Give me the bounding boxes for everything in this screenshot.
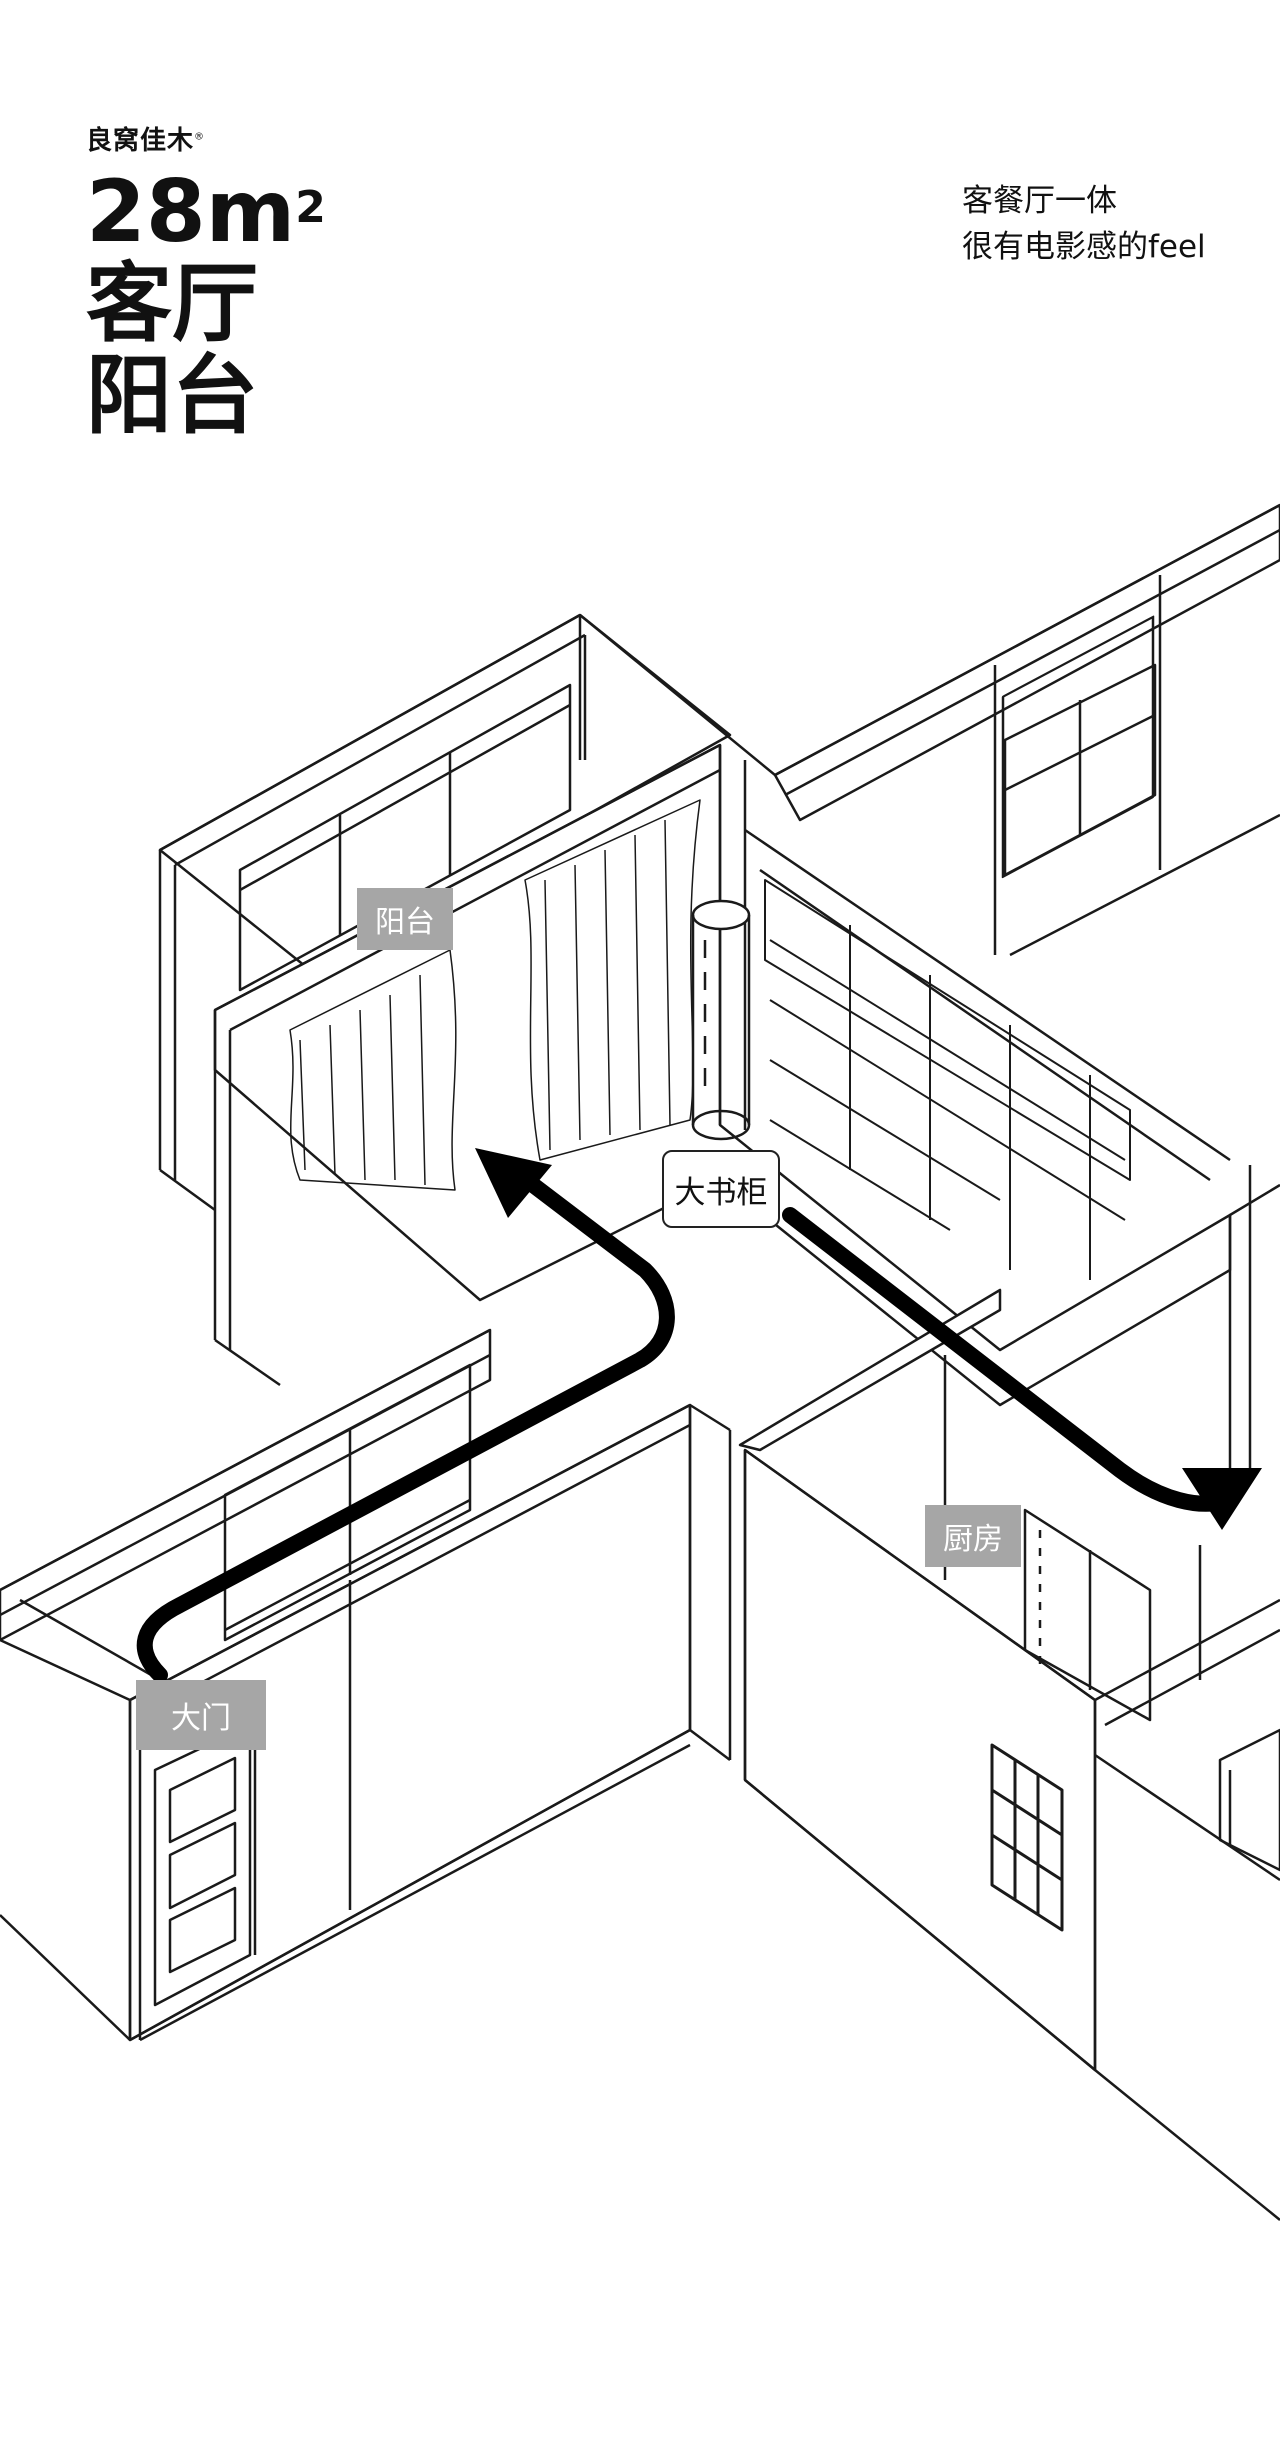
title-living-room: 客厅 <box>86 254 258 354</box>
tagline-line-1: 客餐厅一体 <box>962 183 1117 219</box>
curtains <box>289 799 701 1191</box>
upper-right-room <box>773 503 1280 957</box>
label-kitchen: 厨房 <box>925 1505 1021 1567</box>
entrance-room <box>0 1328 692 2042</box>
barred-window <box>990 1743 1064 1932</box>
kitchen-door <box>1023 1508 1152 1722</box>
label-entrance: 大门 <box>136 1680 266 1750</box>
bookcase <box>764 879 1131 1280</box>
living-room-walls <box>213 743 1280 1480</box>
entrance-window <box>223 1363 472 1642</box>
page-title: 28m2 客厅 阳台 <box>86 166 326 442</box>
brand-logo: 良窝佳木® <box>86 126 206 156</box>
label-bookcase: 大书柜 <box>662 1150 780 1228</box>
far-right-room <box>1218 1728 1280 1872</box>
arrow-head-balcony <box>475 1148 552 1218</box>
label-balcony: 阳台 <box>357 888 453 950</box>
upper-right-window <box>1003 663 1157 877</box>
title-balcony: 阳台 <box>86 346 258 446</box>
tagline: 客餐厅一体 很有电影感的feel <box>962 178 1206 270</box>
balcony-window <box>238 683 572 992</box>
kitchen-walls <box>689 1288 1280 2221</box>
area-heading: 28m2 <box>86 162 326 262</box>
tagline-line-2: 很有电影感的feel <box>962 229 1206 265</box>
balcony-walls <box>158 613 776 1212</box>
arrow-head-kitchen <box>1182 1468 1262 1530</box>
